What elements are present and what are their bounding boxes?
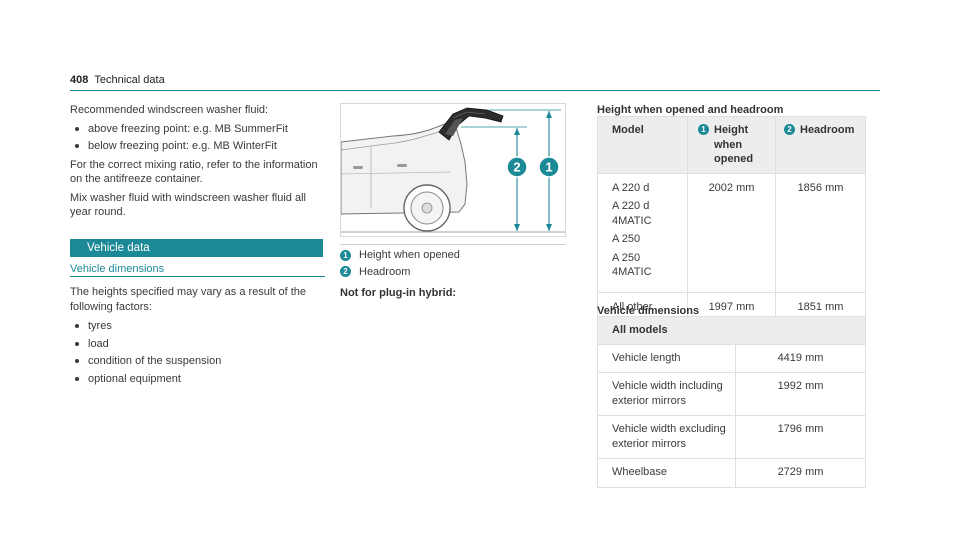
table-row: Vehicle length 4419 mm — [597, 343, 866, 374]
list-item: load — [70, 337, 325, 352]
table-header-row: All models — [597, 316, 866, 345]
legend-label: Height when opened — [359, 249, 460, 261]
table-row: Vehicle width excluding exterior mirrors… — [597, 415, 866, 460]
callout-2: 2 — [513, 160, 520, 175]
list-item: condition of the suspension — [70, 354, 325, 369]
table-row: Wheelbase 2729 mm — [597, 458, 866, 488]
dimension-value: 1992 mm — [735, 372, 866, 417]
dimension-value: 2729 mm — [735, 458, 866, 488]
height-factors-list: tyres load condition of the suspension o… — [70, 319, 325, 386]
car-rear-illustration: 2 1 — [341, 107, 565, 233]
header-all-models: All models — [597, 316, 866, 345]
list-item: tyres — [70, 319, 325, 334]
subsection-rule — [70, 276, 325, 277]
header-rule — [70, 90, 880, 91]
legend-item-headroom: 2 Headroom — [340, 265, 566, 280]
header-badge-2: 2 — [784, 124, 795, 135]
washer-bullets: above freezing point: e.g. MB SummerFit … — [70, 122, 325, 154]
washer-mixing-note: For the correct mixing ratio, refer to t… — [70, 158, 318, 186]
height-table-title: Height when opened and headroom — [597, 104, 784, 116]
plug-in-hybrid-heading: Not for plug-in hybrid: — [340, 287, 457, 299]
legend-badge-1: 1 — [340, 249, 351, 261]
subsection-title-vehicle-dimensions: Vehicle dimensions — [70, 263, 165, 275]
dimension-value: 1796 mm — [735, 415, 866, 460]
section-title-vehicle-data: Vehicle data — [70, 239, 323, 257]
dimension-label: Wheelbase — [597, 458, 736, 488]
legend-badge-2: 2 — [340, 266, 351, 278]
header-section: Technical data — [94, 74, 165, 86]
washer-year-round-note: Mix washer fluid with windscreen washer … — [70, 191, 306, 219]
dimension-value: 4419 mm — [735, 343, 866, 374]
page-number: 408 — [70, 74, 89, 86]
dimension-label: Vehicle width excluding exterior mirrors — [597, 415, 736, 460]
diagram-rule — [340, 244, 566, 245]
height-cell: 2002 mm — [687, 172, 776, 293]
list-item: below freezing point: e.g. MB WinterFit — [70, 139, 325, 154]
dimension-label: Vehicle length — [597, 343, 736, 374]
dimension-label: Vehicle width including exterior mirrors — [597, 372, 736, 417]
page-header: 408 Technical data — [70, 73, 165, 88]
header-model: Model — [597, 116, 688, 174]
vehicle-height-diagram: 2 1 — [340, 103, 566, 237]
legend-label: Headroom — [359, 265, 411, 278]
headroom-cell: 1856 mm — [775, 172, 866, 293]
diagram-legend: 1 Height when opened 2 Headroom — [340, 248, 566, 281]
height-factors-intro: The heights specified may vary as a resu… — [70, 286, 307, 313]
legend-item-height-opened: 1 Height when opened — [340, 248, 566, 263]
dimensions-table: All models Vehicle length 4419 mm Vehicl… — [597, 316, 866, 488]
washer-intro: Recommended windscreen washer fluid: — [70, 104, 269, 116]
table-row: Vehicle width including exterior mirrors… — [597, 372, 866, 417]
table-row: A 220 d A 220 d 4MATIC A 250 A 250 4MATI… — [597, 172, 866, 293]
washer-fluid-section: Recommended windscreen washer fluid: abo… — [70, 103, 325, 224]
list-item: optional equipment — [70, 372, 325, 387]
list-item: above freezing point: e.g. MB SummerFit — [70, 122, 325, 137]
height-factors-section: The heights specified may vary as a resu… — [70, 285, 325, 390]
callout-1: 1 — [545, 160, 552, 175]
header-badge-1: 1 — [698, 124, 709, 135]
models-cell: A 220 d A 220 d 4MATIC A 250 A 250 4MATI… — [597, 172, 688, 293]
dimensions-table-title: Vehicle dimensions — [597, 305, 700, 317]
